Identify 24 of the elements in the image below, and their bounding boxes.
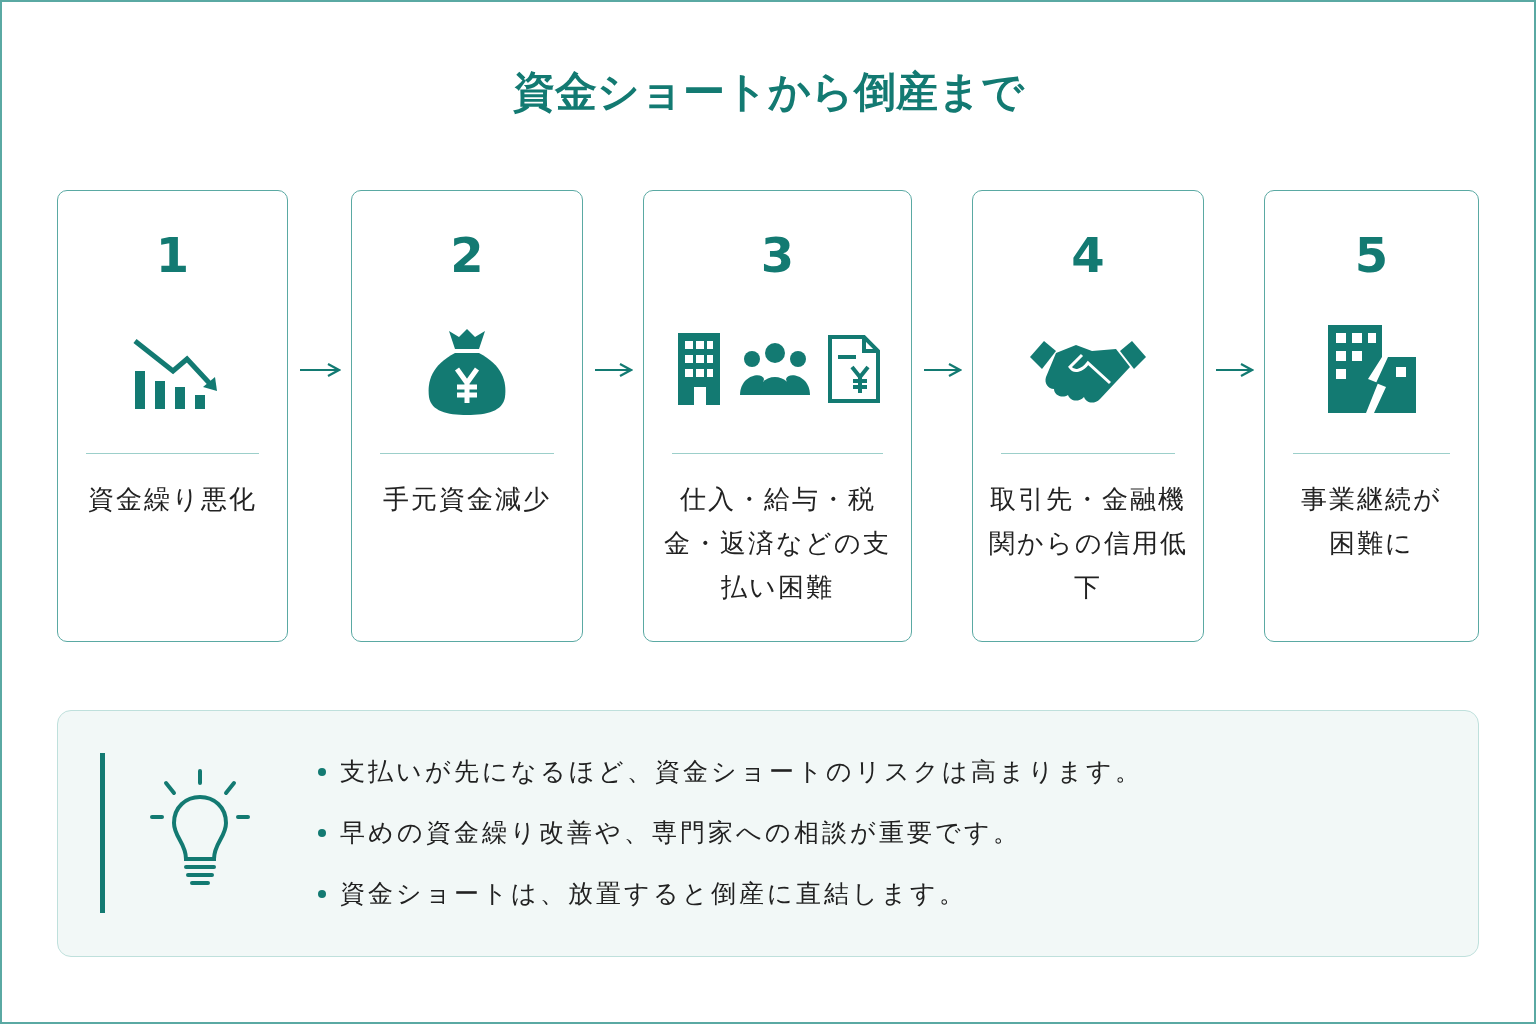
bullet-item: 早めの資金繰り改善や、専門家への相談が重要です。	[318, 816, 1021, 849]
arrow	[924, 362, 962, 378]
step-card	[1264, 190, 1479, 642]
step-description: 取引先・金融機関からの信用低下	[988, 483, 1188, 604]
step-number: 1	[155, 226, 190, 285]
step-description: 資金繰り悪化	[87, 483, 258, 516]
step-number: 5	[1354, 226, 1389, 285]
step-number: 2	[450, 226, 484, 285]
step-number: 3	[760, 226, 795, 285]
title: 資金ショートから倒産まで	[511, 66, 1026, 118]
step-number: 4	[1071, 226, 1105, 285]
step-card	[57, 190, 288, 642]
step-description: 手元資金減少	[382, 483, 552, 516]
step-description: 事業継続が困難に	[1300, 483, 1443, 560]
arrow	[300, 362, 341, 378]
step-card	[972, 190, 1204, 642]
step-card	[643, 190, 912, 642]
note-panel	[57, 710, 1479, 957]
bullet-item: 資金ショートは、放置すると倒産に直結します。	[318, 877, 967, 910]
step-card	[351, 190, 583, 642]
step-description: 仕入・給与・税金・返済などの支払い困難	[663, 483, 892, 604]
bullet-item: 支払いが先になるほど、資金ショートのリスクは高まります。	[318, 755, 1143, 788]
arrow	[1216, 362, 1254, 378]
arrow	[595, 362, 633, 378]
